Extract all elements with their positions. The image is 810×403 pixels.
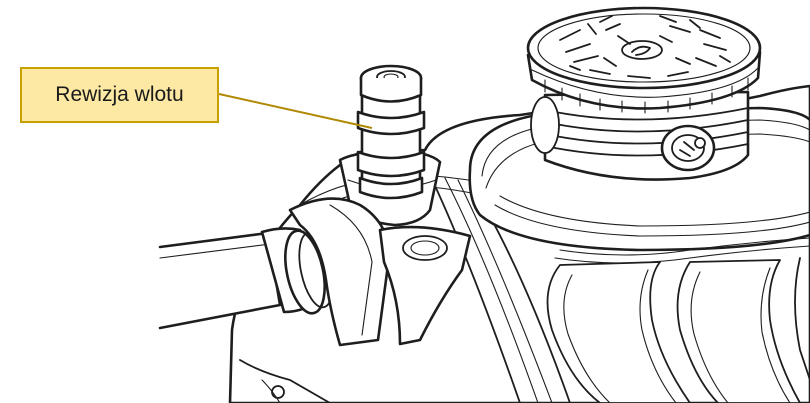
- inlet-inspection-pipe: [338, 64, 442, 227]
- tank-ribs: [546, 237, 810, 403]
- callout-box: Rewizja wlotu: [20, 67, 219, 123]
- callout-label: Rewizja wlotu: [55, 83, 184, 106]
- riser-with-lid: [526, 6, 762, 181]
- callout-leader-line: [218, 93, 373, 129]
- inlet-pipe: [158, 197, 472, 347]
- tank-foot: [239, 359, 331, 403]
